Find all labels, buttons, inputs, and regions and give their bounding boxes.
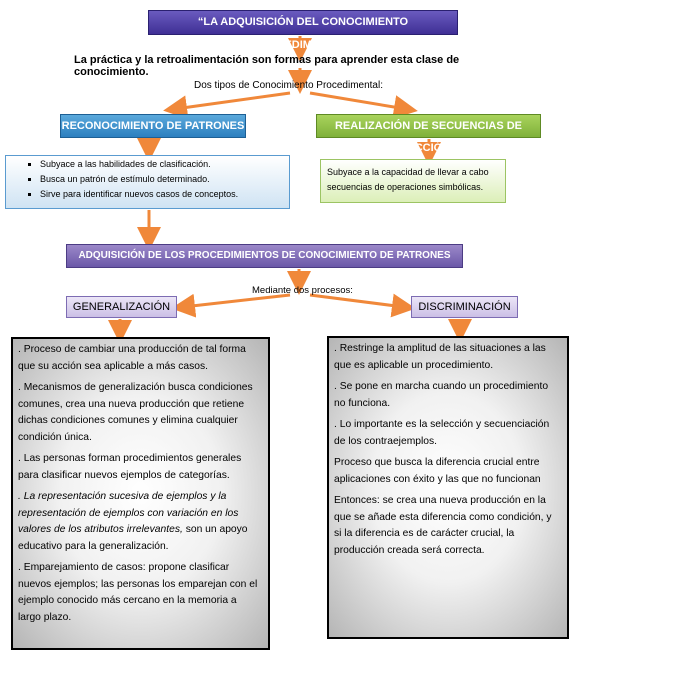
generalization-details: . Proceso de cambiar una producción de t… <box>11 337 270 650</box>
mediante-text: Mediante dos procesos: <box>252 285 353 296</box>
disc-paragraph: . Restringe la amplitud de las situacion… <box>334 343 546 371</box>
recon-patterns-list: Subyace a las habilidades de clasificaci… <box>5 155 290 209</box>
gen-paragraph: . Emparejamiento de casos: propone clasi… <box>18 562 258 623</box>
list-item: Busca un patrón de estímulo determinado. <box>40 174 285 185</box>
gen-italic-text: . La representación sucesiva de ejemplos… <box>18 491 239 535</box>
list-item: Subyace a las habilidades de clasificaci… <box>40 159 285 170</box>
gen-paragraph: . Las personas forman procedimientos gen… <box>18 453 242 481</box>
disc-paragraph: Proceso que busca la diferencia crucial … <box>334 457 541 485</box>
recon-patterns-box: RECONOCIMIENTO DE PATRONES <box>60 114 246 138</box>
gen-paragraph: . Proceso de cambiar una producción de t… <box>18 344 246 372</box>
arrow-to-gen <box>171 293 291 318</box>
list-item: Sirve para identificar nuevos casos de c… <box>40 189 285 200</box>
disc-paragraph: . Se pone en marcha cuando un procedimie… <box>334 381 549 409</box>
acquisition-box: ADQUISICIÓN DE LOS PROCEDIMIENTOS DE CON… <box>66 244 463 268</box>
gen-paragraph: . La representación sucesiva de ejemplos… <box>18 489 262 555</box>
gen-text: son un apoyo educativo para la generaliz… <box>18 524 248 552</box>
arrow-to-realiz <box>309 91 418 119</box>
discrimination-box: DISCRIMINACIÓN <box>411 296 518 318</box>
disc-paragraph: . Lo importante es la selección y secuen… <box>334 419 550 447</box>
action-sequence-box: REALIZACIÓN DE SECUENCIAS DE ACCIÓN <box>316 114 541 154</box>
main-title: “LA ADQUISICIÓN DEL CONOCIMIENTO PROCEDI… <box>148 10 458 51</box>
generalization-box: GENERALIZACIÓN <box>66 296 177 318</box>
disc-paragraph: Entonces: se crea una nueva producción e… <box>334 495 552 556</box>
action-sequence-text: Subyace a la capacidad de llevar a cabo … <box>320 159 506 203</box>
gen-paragraph: . Mecanismos de generalización busca con… <box>18 382 253 443</box>
arrow-to-recon <box>163 91 291 120</box>
discrimination-details: . Restringe la amplitud de las situacion… <box>327 336 569 639</box>
two-types-text: Dos tipos de Conocimiento Procedimental: <box>194 80 383 91</box>
intro-text: La práctica y la retroalimentación son f… <box>74 54 460 78</box>
arrow-to-disc <box>309 293 416 318</box>
